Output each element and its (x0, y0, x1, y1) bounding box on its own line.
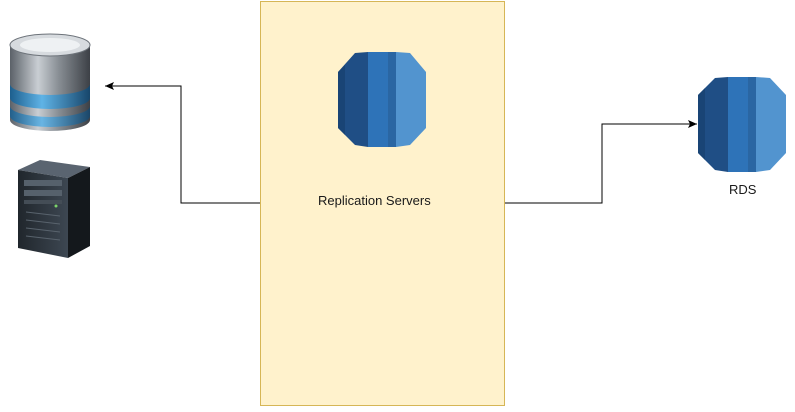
edge-to-database[interactable] (105, 82, 260, 204)
server-tower-icon[interactable] (18, 160, 90, 258)
edge-to-rds[interactable] (505, 120, 697, 204)
database-icon[interactable] (9, 33, 91, 131)
aws-rds-icon[interactable] (338, 52, 426, 147)
aws-rds-icon[interactable] (698, 77, 786, 172)
replication-servers-label: Replication Servers (318, 193, 431, 208)
rds-label: RDS (729, 182, 757, 197)
